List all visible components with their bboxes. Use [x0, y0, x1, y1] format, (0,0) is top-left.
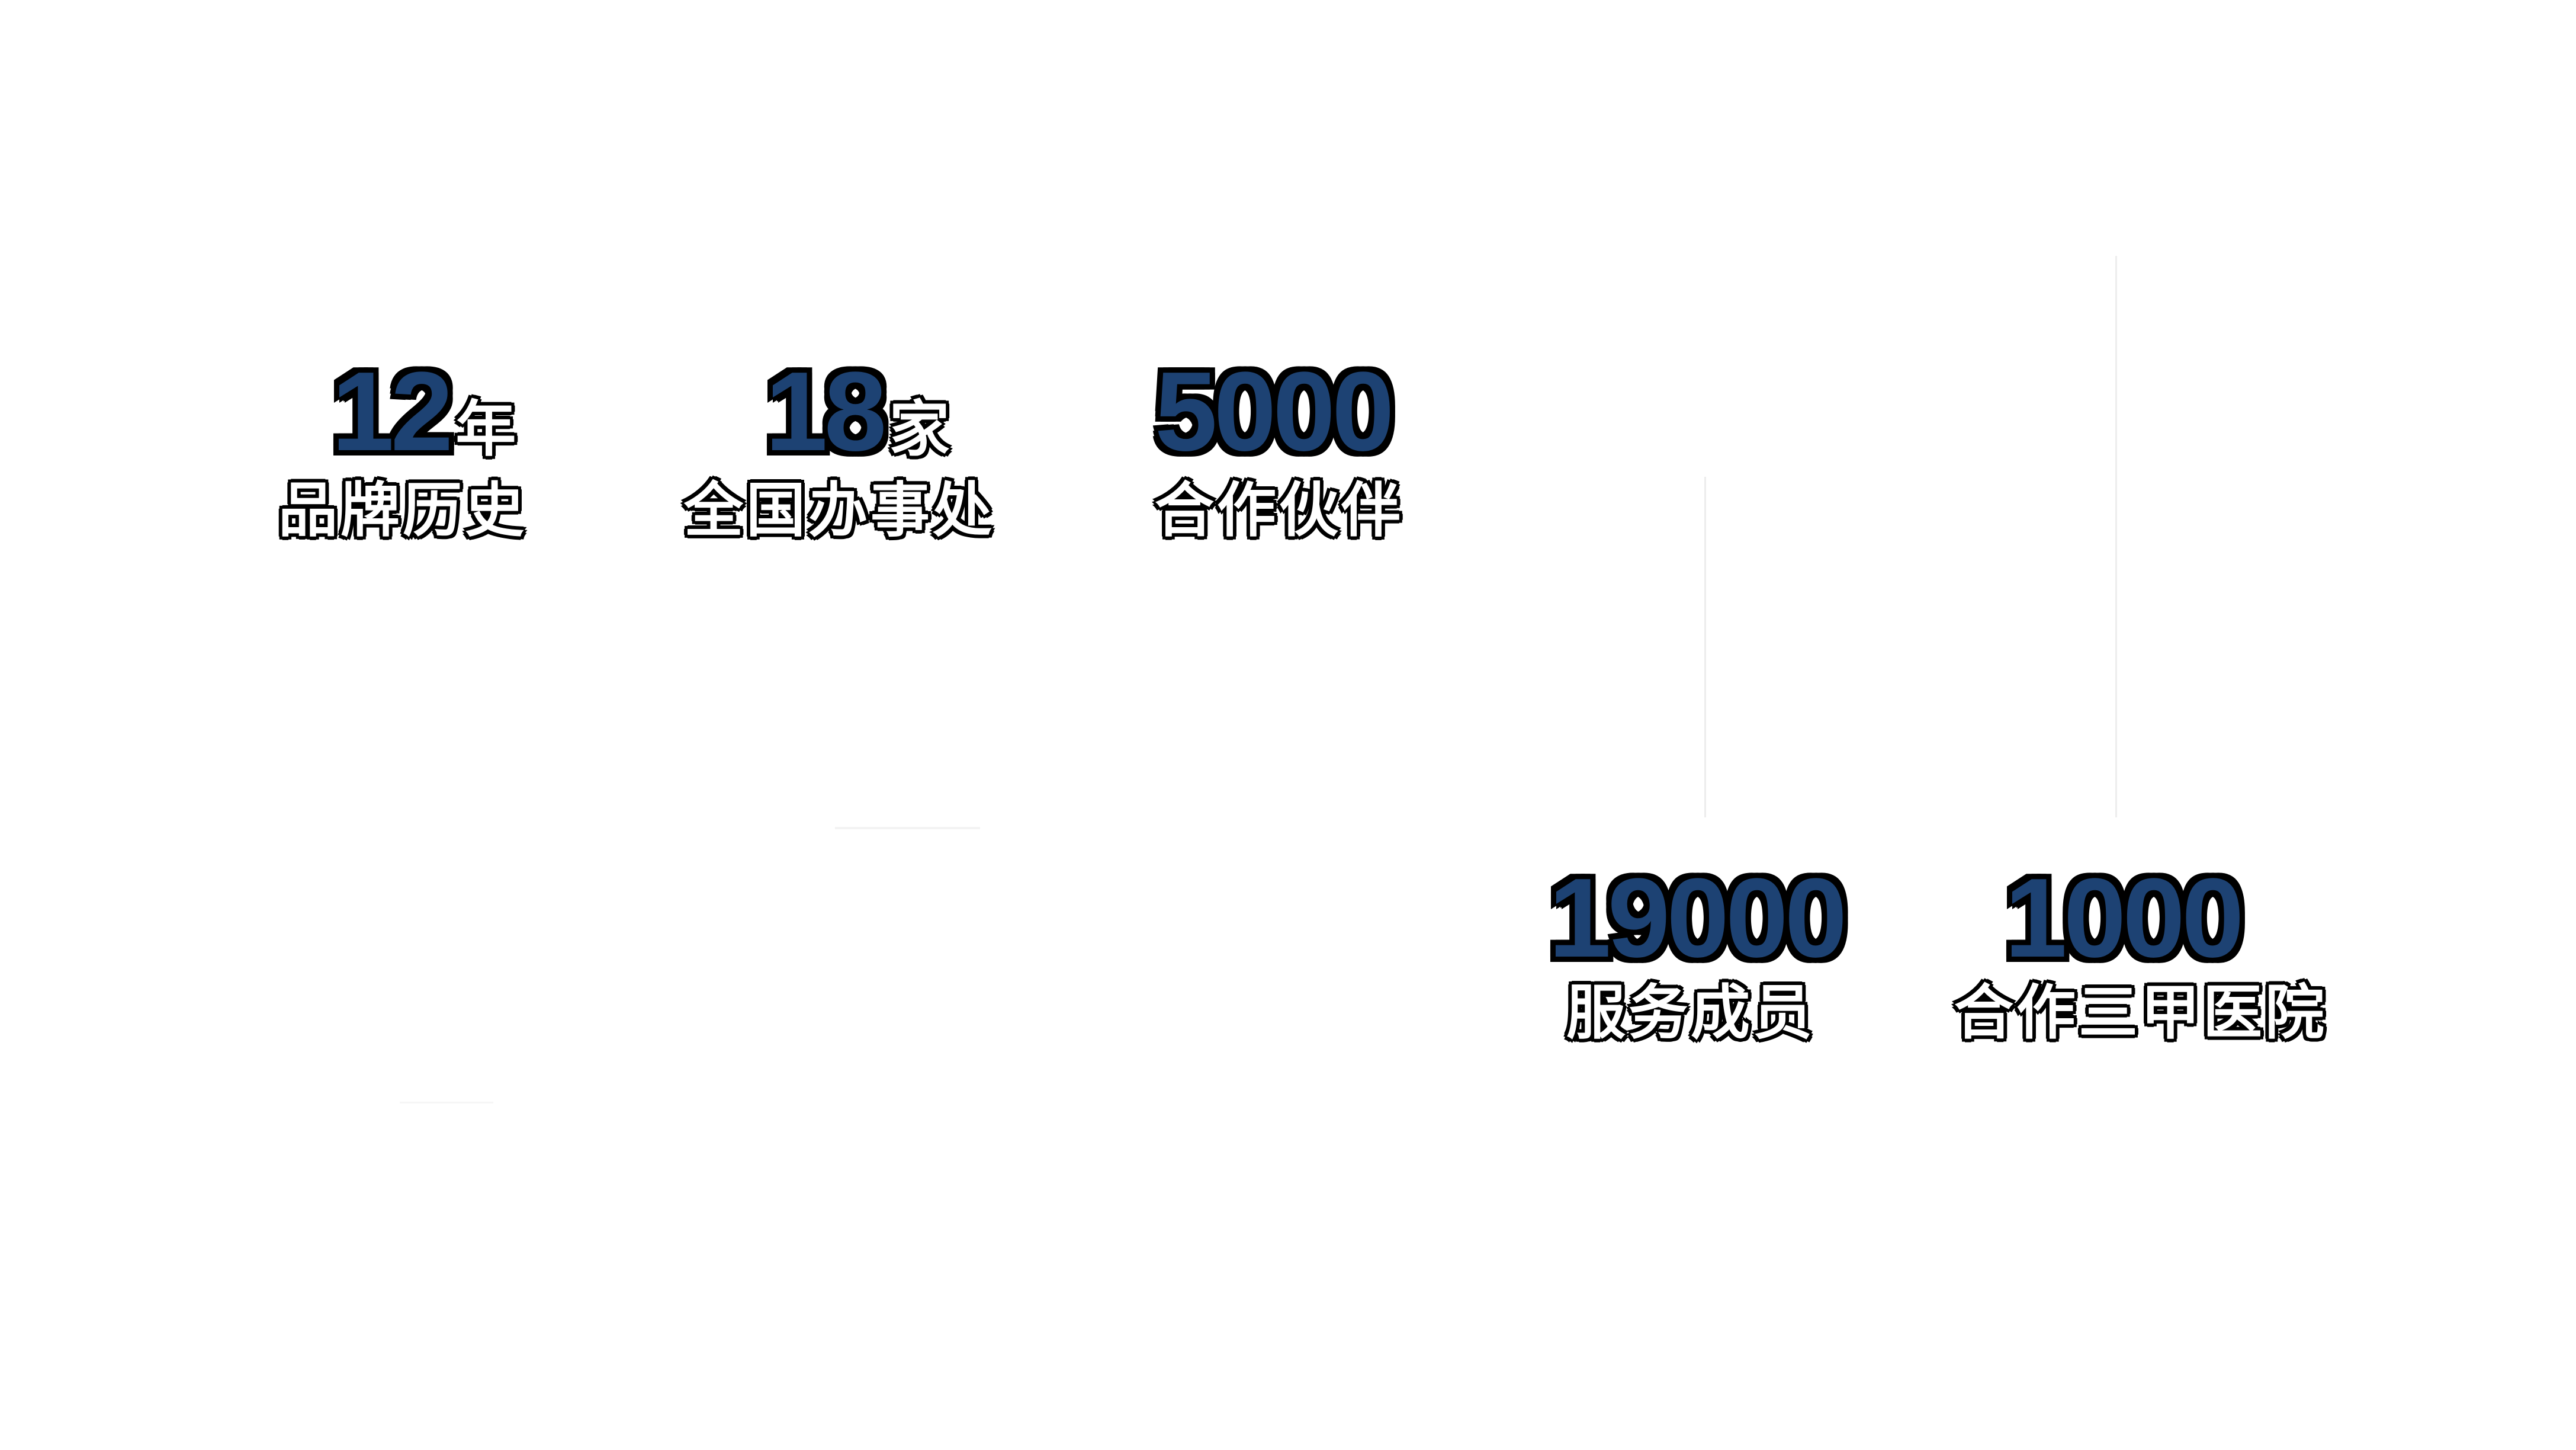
stat-hospitals-number: 1000	[2005, 855, 2244, 981]
divider-vertical-2	[2115, 256, 2117, 817]
stat-members-label: 服务成员	[1566, 980, 1815, 1046]
stat-hospitals-value-row: 1000	[2005, 862, 2247, 974]
stat-brand-history-value-row: 12年	[332, 355, 516, 468]
stat-partners-number: 5000	[1155, 349, 1395, 474]
stat-offices-number: 18	[765, 349, 886, 474]
stat-offices-value-row: 18家	[765, 355, 949, 468]
divider-horizontal-2	[400, 1102, 493, 1103]
stat-offices-label: 全国办事处	[684, 477, 995, 544]
stat-members-number: 19000	[1549, 855, 1847, 981]
stat-brand-history-unit: 年	[455, 396, 516, 463]
stat-hospitals-label: 合作三甲医院	[1954, 980, 2327, 1046]
stat-brand-history-number: 12	[332, 349, 453, 474]
divider-vertical-1	[1704, 477, 1706, 817]
divider-horizontal-1	[835, 827, 980, 829]
stat-offices-unit: 家	[889, 396, 950, 463]
stat-partners-value-row: 5000	[1155, 355, 1397, 468]
stat-partners-label: 合作伙伴	[1155, 477, 1403, 544]
stat-members-value-row: 19000	[1549, 862, 1849, 974]
stat-brand-history-label: 品牌历史	[278, 477, 527, 544]
